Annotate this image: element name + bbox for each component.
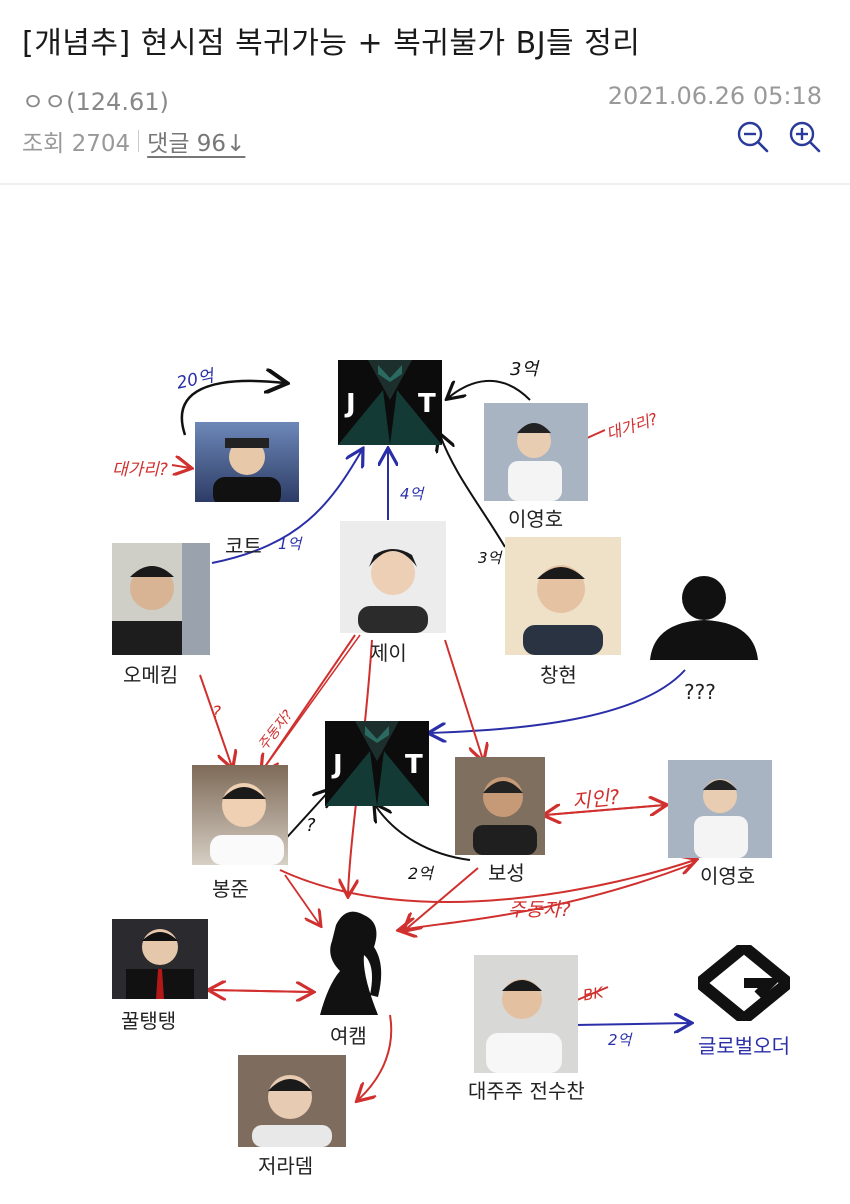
post-header: [개념추] 현시점 복귀가능 + 복귀불가 BJ들 정리 ㅇㅇ(124.61) … xyxy=(0,0,850,184)
label-yeocam: 여캠 xyxy=(330,1020,367,1049)
label-jeon: 대주주 전수찬 xyxy=(468,1075,585,1104)
label-omegim: 오메킴 xyxy=(123,659,178,688)
post-author[interactable]: ㅇㅇ(124.61) xyxy=(22,82,169,117)
label-kote: 코트 xyxy=(225,530,262,559)
jt-logo-middle: J T xyxy=(325,721,429,806)
post-date: 2021.06.26 05:18 xyxy=(608,82,822,110)
label-boseong: 보성 xyxy=(488,857,525,886)
label-global: 글로벌오더 xyxy=(698,1030,790,1059)
svg-text:T: T xyxy=(418,389,436,419)
post-title: [개념추] 현시점 복귀가능 + 복귀불가 BJ들 정리 xyxy=(22,18,640,62)
label-jay: 제이 xyxy=(370,637,407,666)
anno-jiin: 지인? xyxy=(571,781,621,815)
yeocam-silhouette xyxy=(306,905,398,1015)
zoom-in-icon[interactable] xyxy=(788,120,822,154)
anno-question-1: ? xyxy=(212,703,221,723)
lee1-photo xyxy=(484,403,588,501)
label-lee1: 이영호 xyxy=(508,503,563,532)
anno-bk: BK xyxy=(582,983,605,1004)
comment-link[interactable]: 댓글 96↓ xyxy=(147,124,245,158)
anno-3eok-top: 3억 xyxy=(510,355,538,381)
label-lee2: 이영호 xyxy=(700,860,755,889)
label-kkul: 꿀탱탱 xyxy=(121,1005,176,1034)
anno-judongja: 주동자? xyxy=(508,895,571,922)
label-changhyun: 창현 xyxy=(540,659,577,688)
kkul-photo xyxy=(112,919,208,999)
anno-question-2: ? xyxy=(306,815,316,836)
anno-2eok: 2억 xyxy=(408,860,433,884)
boseong-photo xyxy=(455,757,545,855)
post-stats: 조회 2704 댓글 96↓ xyxy=(22,124,245,158)
omegim-photo xyxy=(112,543,210,655)
zoom-out-icon[interactable] xyxy=(736,120,770,154)
global-order-logo xyxy=(698,945,790,1021)
bongjun-photo xyxy=(192,765,288,865)
svg-text:J: J xyxy=(331,750,343,780)
svg-text:J: J xyxy=(344,389,356,419)
jerade-photo xyxy=(238,1055,346,1147)
label-jerade: 저라뎀 xyxy=(258,1150,313,1179)
jt-logo-top: J T xyxy=(338,360,442,445)
unknown-silhouette xyxy=(650,570,758,660)
jeon-photo xyxy=(474,955,578,1073)
anno-3eok: 3억 xyxy=(478,547,501,568)
jay-photo xyxy=(340,521,446,633)
lee2-photo xyxy=(668,760,772,858)
stats-divider xyxy=(138,130,139,152)
label-unknown: ??? xyxy=(684,680,716,704)
svg-text:T: T xyxy=(405,750,423,780)
anno-1eok: 1억 xyxy=(278,533,301,554)
kote-photo xyxy=(195,422,299,502)
label-bongjun: 봉준 xyxy=(212,873,249,902)
changhyun-photo xyxy=(505,537,621,655)
post-body-image: J T J T xyxy=(0,185,850,1204)
anno-2eok-blue: 2억 xyxy=(608,1029,631,1050)
view-count: 조회 2704 xyxy=(22,124,130,158)
anno-daegari-left: 대가리? xyxy=(112,455,168,480)
anno-4eok: 4억 xyxy=(400,483,423,504)
